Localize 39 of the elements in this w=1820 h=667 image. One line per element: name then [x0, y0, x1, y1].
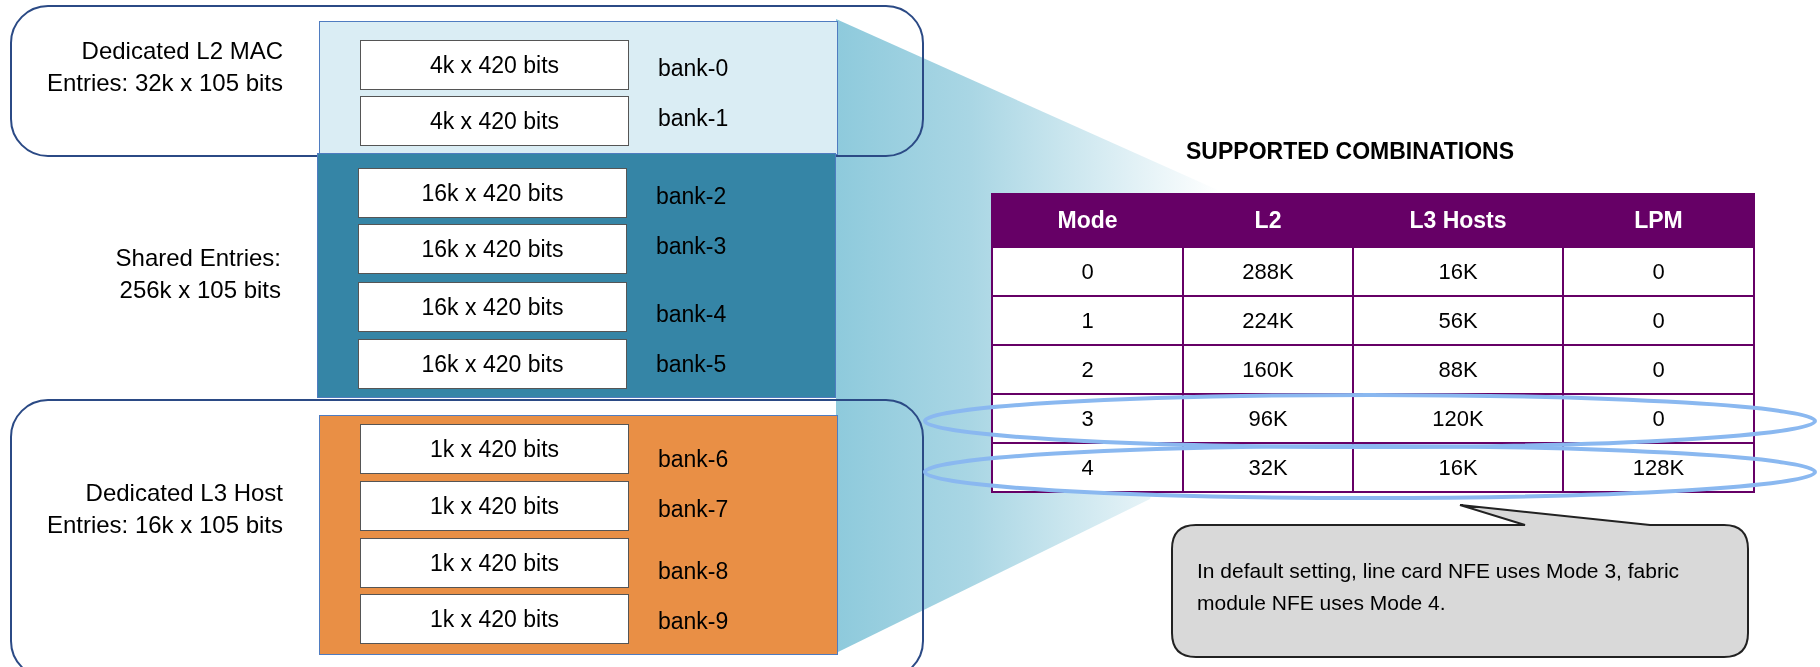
region-frame [10, 5, 924, 157]
memory-panel [319, 415, 838, 655]
table-cell: 56K [1353, 296, 1563, 345]
header-cell: L2 [1183, 194, 1353, 247]
table-cell: 288K [1183, 247, 1353, 296]
bank-label: bank-3 [656, 233, 727, 259]
header-cell: L3 Hosts [1353, 194, 1563, 247]
table-cell: 0 [1563, 345, 1754, 394]
bank-label: bank-1 [658, 105, 729, 131]
header-cell: Mode [992, 194, 1183, 247]
callout-bubble [1171, 503, 1749, 659]
region-heading: Shared Entries: 256k x 105 bits [114, 243, 281, 305]
table-title: SUPPORTED COMBINATIONS [1185, 138, 1515, 165]
bank-label: bank-5 [656, 351, 727, 377]
bank-label: bank-4 [656, 301, 727, 327]
table-cell: 224K [1183, 296, 1353, 345]
table-cell: 0 [1563, 247, 1754, 296]
memory-panel [319, 21, 838, 155]
table-cell: 0 [1563, 296, 1754, 345]
table-cell: 120K [1353, 394, 1563, 443]
region-frame [10, 399, 924, 667]
note-text: In default setting, line card NFE uses Mode 3, fabric module NFE uses Mode 4. [1197, 558, 1681, 616]
table-cell: 16K [1353, 247, 1563, 296]
table-cell: 2 [992, 345, 1183, 394]
table-cell: 160K [1183, 345, 1353, 394]
table-cell: 88K [1353, 345, 1563, 394]
bank-label: bank-9 [658, 608, 729, 634]
table-cell: 96K [1183, 394, 1353, 443]
bank-label: bank-6 [658, 446, 729, 472]
region-heading: Dedicated L3 Host Entries: 16k x 105 bits [45, 478, 283, 540]
bank-label: bank-0 [658, 55, 729, 81]
table-cell: 0 [992, 247, 1183, 296]
bank-label: bank-2 [656, 183, 727, 209]
bank-label: bank-7 [658, 496, 729, 522]
region-heading: Dedicated L2 MAC Entries: 32k x 105 bits [45, 36, 283, 98]
memory-panel [317, 153, 836, 398]
header-cell: LPM [1563, 194, 1754, 247]
table-cell: 1 [992, 296, 1183, 345]
bank-label: bank-8 [658, 558, 729, 584]
